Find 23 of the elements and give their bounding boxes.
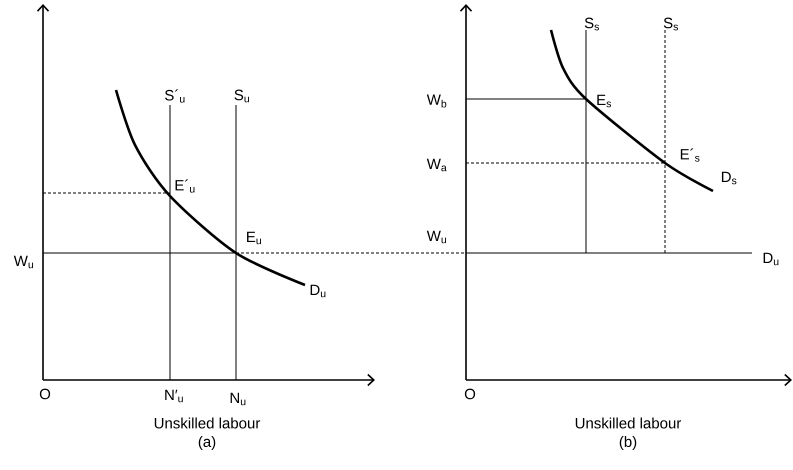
- curve-label: S´$_{u}$: [165, 89, 184, 103]
- point-label: E$_{s}$: [597, 94, 611, 108]
- curve-label: D$_{s}$: [722, 172, 736, 184]
- point-label: E$_{u}$: [247, 232, 261, 244]
- curve-label: D$_{u}$: [764, 252, 778, 266]
- axis-label: W$_{b}$: [426, 94, 446, 108]
- origin-label: O: [40, 388, 50, 400]
- axis-label: W$_{a}$: [426, 158, 447, 172]
- axis-title: Unskilled labour: [154, 417, 260, 428]
- curve-label: S$_{s}$: [584, 18, 599, 30]
- axis-label: W$_{u}$: [426, 230, 446, 244]
- point-label: E´$_{s}$: [680, 148, 700, 162]
- axis-label: N$_{u}$: [230, 392, 246, 406]
- axis-label: N′$_{u}$: [165, 390, 183, 402]
- panel-label: (b): [620, 436, 636, 450]
- curve-label: S$_{u}$: [234, 90, 249, 102]
- panel-label: (a): [198, 436, 216, 450]
- curve-label: D$_{u}$: [310, 284, 326, 298]
- axis-label: W$_{u}$: [14, 256, 34, 268]
- origin-label: O: [464, 388, 476, 400]
- point-label: E´$_{u}$: [176, 179, 194, 193]
- curve-label: S$_{s}$: [664, 18, 678, 30]
- axis-title: Unskilled labour: [576, 417, 682, 428]
